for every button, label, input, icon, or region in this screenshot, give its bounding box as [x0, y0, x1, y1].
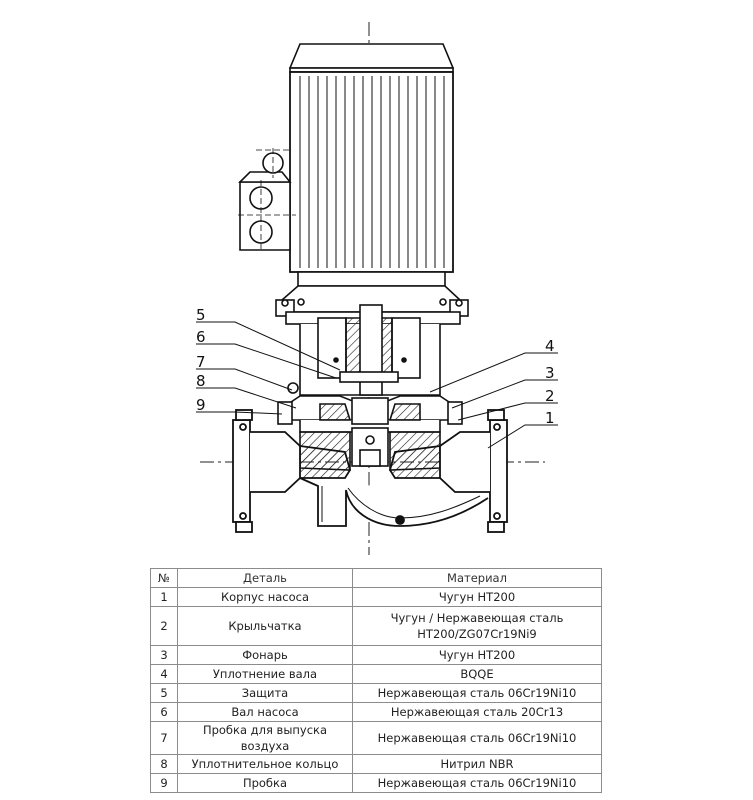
row-material: Нержавеющая сталь 06Cr19Ni10	[352, 773, 602, 793]
row-material: Чугун / Нержавеющая сталь HT200/ZG07Cr19…	[352, 606, 602, 646]
row-part: Пробка	[177, 773, 353, 793]
row-part: Уплотнительное кольцо	[177, 754, 353, 774]
row-material: Чугун HT200	[352, 587, 602, 607]
motor-top-cap	[288, 43, 455, 73]
table-row: 1 Корпус насоса Чугун HT200	[150, 587, 602, 607]
row-number: 1	[150, 587, 178, 607]
row-part: Вал насоса	[177, 702, 353, 722]
row-part: Фонарь	[177, 645, 353, 665]
table-row: 9 Пробка Нержавеющая сталь 06Cr19Ni10	[150, 773, 602, 793]
callout-1: 1	[545, 409, 555, 427]
row-part: Защита	[177, 683, 353, 703]
table-row: 7 Пробка для выпуска воздуха Нержавеющая…	[150, 721, 602, 755]
row-number: 7	[150, 721, 178, 755]
lantern-section	[285, 304, 461, 396]
table-row: 2 Крыльчатка Чугун / Нержавеющая сталь H…	[150, 606, 602, 646]
header-number: №	[150, 568, 178, 588]
pump-cover	[277, 382, 463, 433]
table-row: 5 Защита Нержавеющая сталь 06Cr19Ni10	[150, 683, 602, 703]
row-part: Пробка для выпуска воздуха	[177, 721, 353, 755]
row-number: 6	[150, 702, 178, 722]
motor-body	[289, 71, 454, 287]
table-row: 6 Вал насоса Нержавеющая сталь 20Cr13	[150, 702, 602, 722]
row-number: 9	[150, 773, 178, 793]
leader-lines	[196, 321, 558, 449]
row-number: 2	[150, 606, 178, 646]
row-number: 4	[150, 664, 178, 684]
row-material: BQQE	[352, 664, 602, 684]
callout-5: 5	[196, 306, 206, 324]
callout-6: 6	[196, 328, 206, 346]
header-material: Материал	[352, 568, 602, 588]
row-material: Нержавеющая сталь 06Cr19Ni10	[352, 683, 602, 703]
row-number: 3	[150, 645, 178, 665]
table-row: 8 Уплотнительное кольцо Нитрил NBR	[150, 754, 602, 774]
table-header-row: № Деталь Материал	[150, 568, 602, 588]
callout-8: 8	[196, 372, 206, 390]
callout-2: 2	[545, 387, 555, 405]
row-part: Крыльчатка	[177, 606, 353, 646]
row-number: 8	[150, 754, 178, 774]
callout-4: 4	[545, 337, 555, 355]
row-material: Нержавеющая сталь 06Cr19Ni10	[352, 721, 602, 755]
table-row: 4 Уплотнение вала BQQE	[150, 664, 602, 684]
pump-cross-section-drawing: 5 6 7 8 9 4 3 2 1	[196, 22, 558, 555]
callout-labels: 5 6 7 8 9 4 3 2 1	[196, 306, 555, 427]
row-material: Нитрил NBR	[352, 754, 602, 774]
header-part: Деталь	[177, 568, 353, 588]
row-number: 5	[150, 683, 178, 703]
row-part: Корпус насоса	[177, 587, 353, 607]
table-row: 3 Фонарь Чугун HT200	[150, 645, 602, 665]
row-part: Уплотнение вала	[177, 664, 353, 684]
callout-3: 3	[545, 364, 555, 382]
terminal-box	[238, 148, 296, 251]
pump-casing	[232, 409, 508, 533]
parts-materials-table: № Деталь Материал 1 Корпус насоса Чугун …	[150, 568, 602, 793]
row-material: Нержавеющая сталь 20Cr13	[352, 702, 602, 722]
row-material: Чугун HT200	[352, 645, 602, 665]
callout-7: 7	[196, 353, 206, 371]
callout-9: 9	[196, 396, 206, 414]
